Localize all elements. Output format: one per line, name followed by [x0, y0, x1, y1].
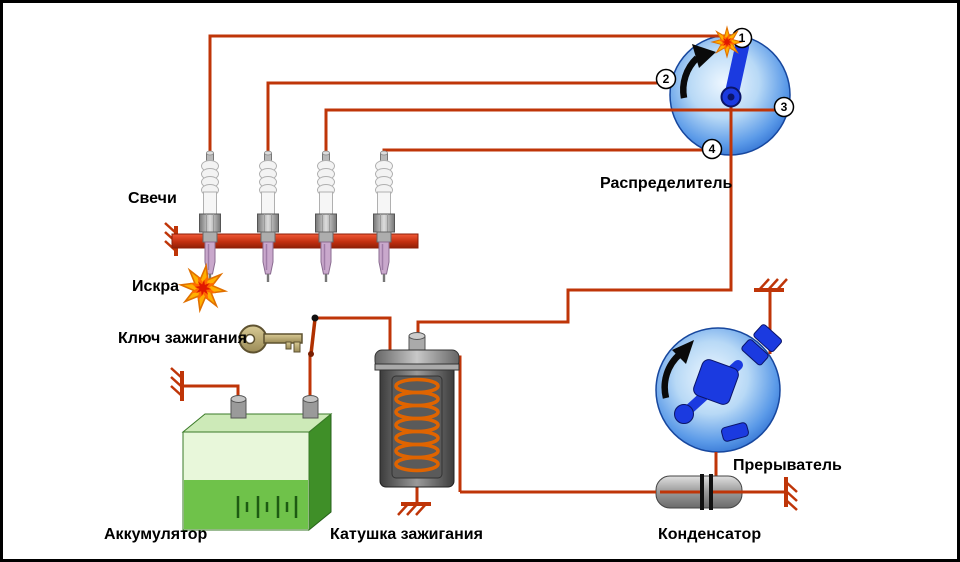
coil-hv-terminal-top: [408, 332, 426, 340]
mounting-rail: [171, 233, 419, 249]
rotor-center-dot: [727, 93, 735, 101]
breaker-base-block: [721, 422, 749, 442]
battery: [181, 395, 333, 532]
spark-burst-rotor: [711, 26, 743, 58]
breaker-arrow-head: [672, 340, 694, 364]
switch-contact-dot-bottom: [308, 351, 314, 357]
switch-blade: [309, 318, 317, 355]
ignition-switch: [308, 314, 319, 357]
breaker-pivot: [674, 404, 694, 424]
ignition-coil: [374, 332, 460, 488]
label-battery: Аккумулятор: [104, 526, 207, 543]
label-ignition-coil: Катушка зажигания: [330, 526, 483, 543]
battery-terminal-right-top: [302, 395, 319, 403]
wire-plug1-terminal1: [208, 34, 734, 152]
wire-plug2-terminal2: [266, 81, 657, 152]
capacitor: [655, 474, 786, 510]
terminal-4: [701, 138, 723, 160]
switch-contact-dot-top: [311, 314, 319, 322]
label-capacitor: Конденсатор: [658, 526, 761, 543]
rotation-arrow-curve: [680, 55, 700, 99]
terminal-2-number: 2: [663, 72, 670, 86]
label-spark-plugs: Свечи: [128, 190, 177, 207]
battery-cell-symbol: [236, 496, 298, 518]
breaker-cam: [693, 359, 739, 405]
battery-side-face: [308, 412, 332, 532]
terminal-1-number: 1: [739, 31, 746, 45]
label-breaker: Прерыватель: [733, 457, 842, 474]
breaker-arrow-curve: [661, 351, 683, 399]
coil-cap-band: [374, 363, 460, 371]
capacitor-plate-right: [709, 474, 713, 510]
coil-winding: [394, 377, 440, 473]
terminal-2: [655, 68, 677, 90]
coil-window: [391, 375, 443, 479]
wire-switch-to-coil: [315, 316, 392, 352]
breaker-internals: [661, 324, 782, 442]
label-distributor: Распределитель: [600, 175, 733, 192]
wire-hv-coil-to-distributor: [416, 102, 733, 342]
label-spark: Искра: [132, 278, 179, 295]
terminal-4-number: 4: [709, 142, 716, 156]
battery-terminal-left-top: [230, 395, 247, 403]
rotation-arrow-head: [692, 44, 716, 68]
breaker-contacts: [741, 324, 782, 366]
label-ignition-key: Ключ зажигания: [118, 330, 247, 347]
terminal-3-number: 3: [781, 100, 788, 114]
distributor-internals: 1 2 3 4: [655, 26, 795, 160]
capacitor-plate-left: [700, 474, 704, 510]
terminal-3: [773, 96, 795, 118]
wire-plug3-terminal3: [324, 108, 775, 152]
ignition-key: [238, 324, 303, 354]
